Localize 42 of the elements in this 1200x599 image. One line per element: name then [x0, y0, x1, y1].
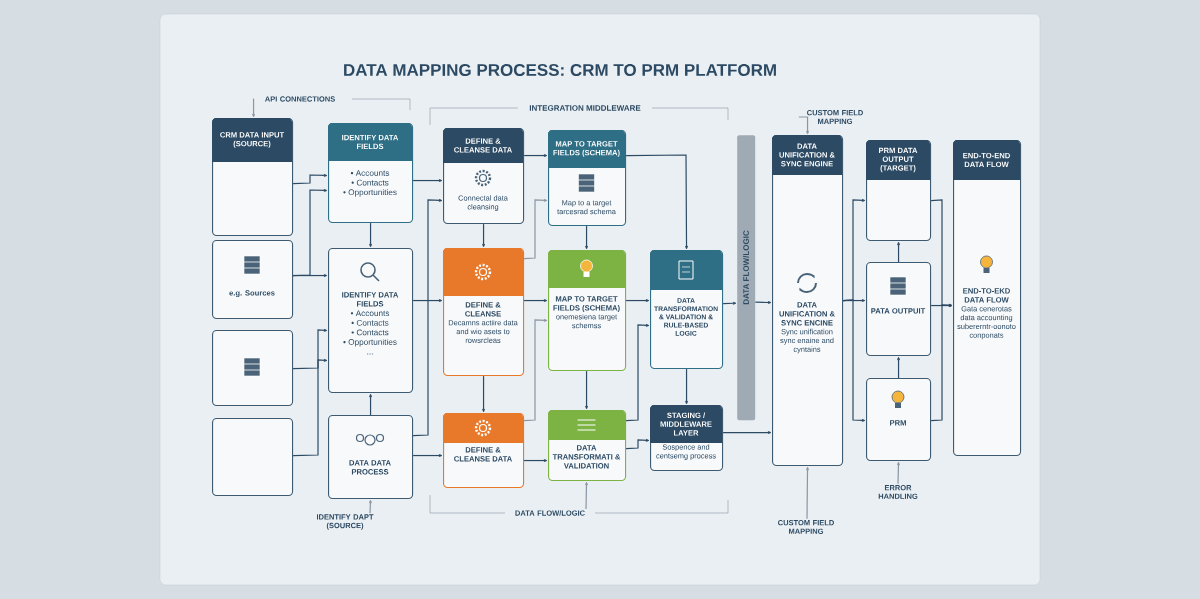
arrow: [292, 174, 328, 185]
arrow: [685, 368, 688, 405]
arrow: [585, 370, 588, 410]
arrow: [722, 431, 772, 434]
arrow: [412, 454, 443, 457]
arrow: [523, 318, 548, 422]
arrow: [252, 98, 255, 118]
arrow: [523, 154, 548, 157]
arrow: [482, 375, 485, 413]
arrow: [897, 356, 900, 379]
arrow: [482, 223, 485, 248]
arrow: [897, 241, 900, 263]
arrow: [930, 303, 953, 422]
arrow: [523, 299, 548, 302]
arrow: [292, 358, 328, 370]
arrow: [292, 328, 328, 457]
arrow: [625, 154, 688, 250]
arrow: [722, 301, 737, 305]
arrow: [625, 323, 650, 422]
process-card: [212, 418, 294, 497]
arrow: [625, 438, 650, 450]
arrow: [292, 274, 328, 277]
arrow: [369, 222, 372, 248]
arrow: [806, 466, 809, 520]
process-card: [212, 330, 294, 407]
arrow: [625, 299, 650, 302]
arrow: [585, 481, 588, 510]
vertical-band: DATA FLOW/LOGIC: [737, 135, 756, 421]
arrow: [523, 198, 548, 260]
arrow: [842, 299, 866, 422]
arrow: [523, 459, 548, 462]
arrow: [897, 461, 900, 485]
arrow: [412, 299, 443, 302]
arrow: [754, 301, 772, 304]
arrow: [798, 116, 809, 135]
arrow: [412, 198, 443, 437]
arrow: [369, 393, 372, 416]
arrow: [368, 499, 372, 514]
arrow: [585, 225, 588, 250]
title: DATA MAPPING PROCESS: CRM TO PRM PLATFORM: [344, 64, 776, 76]
arrow: [412, 179, 443, 182]
section-label: INTEGRATION MIDDLEWARE: [527, 103, 643, 113]
